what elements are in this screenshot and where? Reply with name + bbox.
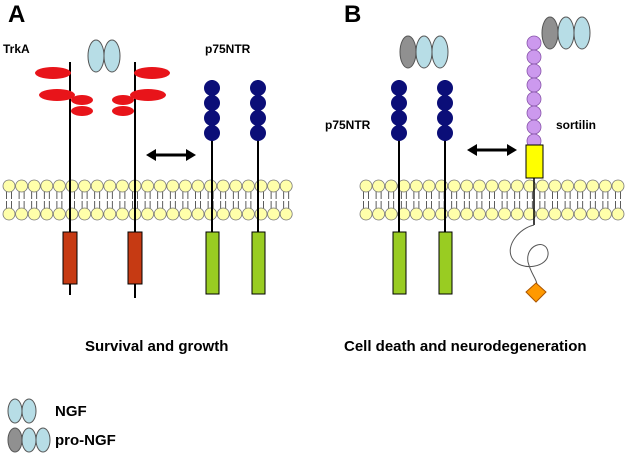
caption-a: Survival and growth bbox=[85, 338, 228, 355]
double-arrow-a bbox=[146, 149, 196, 161]
pro-ngf-dimer-b1 bbox=[399, 35, 449, 69]
legend: NGF pro-NGF bbox=[7, 398, 116, 453]
legend-pro-ngf-label: pro-NGF bbox=[55, 432, 116, 449]
trka-receptor-2 bbox=[112, 62, 170, 298]
p75ntr-receptor-b2 bbox=[437, 80, 453, 295]
panel-letter-a: A bbox=[8, 1, 25, 28]
panel-a: A TrkA p75NTR bbox=[3, 1, 266, 355]
panel-letter-b: B bbox=[344, 1, 361, 28]
p75ntr-receptor-a2 bbox=[250, 80, 266, 295]
pro-ngf-dimer-b2 bbox=[541, 16, 591, 50]
p75ntr-receptor-b1 bbox=[391, 80, 407, 295]
trka-receptor-1 bbox=[35, 62, 93, 295]
membrane-bilayer-a bbox=[2, 179, 293, 221]
pro-ngf-legend-icon bbox=[7, 427, 51, 453]
ngf-legend-icon bbox=[7, 398, 37, 424]
double-arrow-b bbox=[467, 144, 517, 156]
p75ntr-label-b: p75NTR bbox=[325, 118, 371, 132]
p75ntr-receptor-a1 bbox=[204, 80, 220, 295]
trka-label: TrkA bbox=[3, 42, 30, 56]
panel-b: B p75NTR sortilin bbox=[325, 1, 596, 355]
sortilin-label: sortilin bbox=[556, 118, 596, 132]
legend-ngf-label: NGF bbox=[55, 403, 87, 420]
membrane-bilayer-b bbox=[359, 179, 625, 221]
sortilin-receptor bbox=[509, 35, 549, 303]
ngf-dimer-a bbox=[87, 39, 121, 73]
caption-b: Cell death and neurodegeneration bbox=[344, 338, 587, 355]
p75ntr-label-a: p75NTR bbox=[205, 42, 251, 56]
